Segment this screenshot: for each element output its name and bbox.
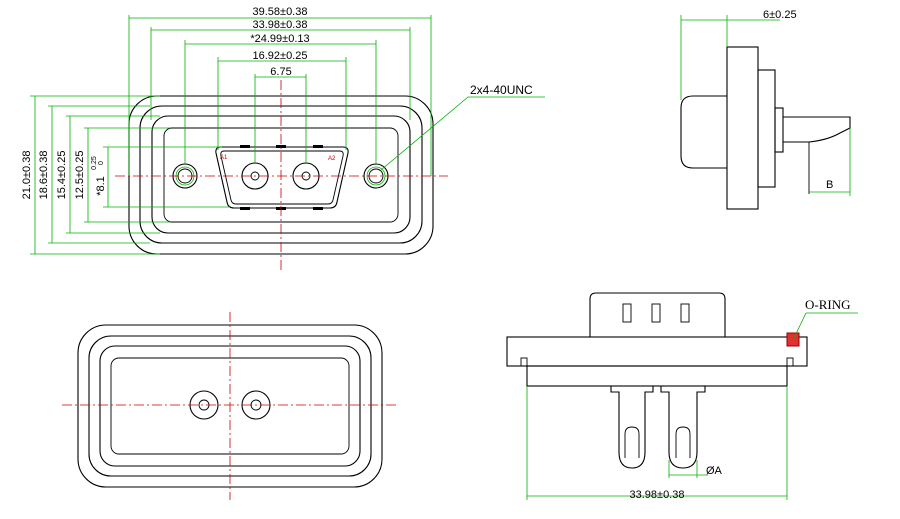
flange-section	[506, 336, 808, 367]
insert-profile	[774, 107, 784, 153]
shell-top-profile	[589, 292, 726, 337]
svg-text:*8.1: *8.1	[95, 176, 107, 196]
thread-callout: 2x4-40UNC	[380, 83, 545, 171]
dim-mount-spacing: *24.99±0.13	[184, 33, 377, 164]
body-profile	[757, 69, 776, 188]
o-ring-callout: O-RING	[792, 297, 858, 341]
shell-notch	[313, 207, 323, 210]
d-shell-outline	[215, 146, 349, 209]
shell-slot	[622, 303, 632, 323]
dim-height-insert: *8.1 0.25 0	[91, 146, 230, 208]
flange-step-right	[786, 357, 794, 367]
flange-profile	[726, 46, 759, 210]
svg-text:15.4±0.25: 15.4±0.25	[56, 151, 68, 200]
body-section	[526, 365, 788, 387]
svg-text:6±0.25: 6±0.25	[763, 9, 797, 21]
dim-b: B	[809, 128, 851, 196]
dim-shell-width: 16.92±0.25	[217, 50, 347, 150]
dim-height-body: 15.4±0.25	[56, 115, 160, 234]
shell-slot	[651, 303, 661, 323]
dim-width-flange: 33.98±0.38	[150, 19, 411, 120]
pin-left-profile	[610, 386, 654, 469]
svg-text:18.6±0.38: 18.6±0.38	[38, 151, 50, 200]
shell-notch	[313, 145, 323, 148]
shell-notch	[276, 145, 286, 148]
flange-step-left	[520, 357, 528, 367]
dim-height-flange: 18.6±0.38	[38, 105, 150, 244]
svg-text:12.5±0.25: 12.5±0.25	[74, 151, 86, 200]
pin-label-a2: A2	[328, 156, 336, 162]
svg-text:21.0±0.38: 21.0±0.38	[21, 151, 33, 200]
pin-profile	[783, 116, 851, 143]
dim-width-overall: 39.58±0.38	[128, 6, 432, 176]
bottom-view: ØA 33.98±0.38 O-RING	[506, 292, 858, 501]
svg-text:2x4-40UNC: 2x4-40UNC	[470, 83, 533, 97]
svg-text:39.58±0.38: 39.58±0.38	[253, 6, 308, 18]
svg-text:O-RING: O-RING	[805, 297, 851, 312]
dim-height-shell: 12.5±0.25	[74, 127, 170, 223]
pin-left-slot	[624, 426, 640, 458]
pin-right-slot	[675, 426, 691, 458]
dim-pin-diameter: ØA	[668, 460, 723, 478]
front-view: A1 A2 39.58±0.38 33.98±0.38 *24.	[21, 6, 545, 270]
dim-thickness: 6±0.25	[680, 9, 797, 100]
svg-text:33.98±0.38: 33.98±0.38	[253, 19, 308, 31]
svg-text:6.75: 6.75	[270, 66, 291, 78]
svg-text:B: B	[826, 179, 833, 191]
svg-text:0: 0	[98, 161, 105, 165]
svg-text:*24.99±0.13: *24.99±0.13	[250, 33, 309, 45]
shell-notch	[240, 145, 250, 148]
side-view: 6±0.25 B	[680, 9, 851, 210]
shell-slot	[680, 303, 690, 323]
d-shell-inner-outline	[220, 150, 344, 205]
dim-pin-pitch: 6.75	[254, 66, 307, 163]
svg-text:0.25: 0.25	[91, 156, 98, 170]
dim-height-overall: 21.0±0.38	[21, 95, 160, 255]
dim-bottom-width: 33.98±0.38	[526, 386, 788, 501]
svg-text:ØA: ØA	[706, 465, 723, 477]
pin-right-profile	[660, 386, 706, 469]
shell-profile	[680, 95, 727, 169]
svg-text:33.98±0.38: 33.98±0.38	[630, 489, 685, 501]
shell-notch	[240, 207, 250, 210]
rear-view	[62, 312, 398, 500]
panel-outline	[163, 127, 399, 223]
svg-text:16.92±0.25: 16.92±0.25	[253, 50, 308, 62]
pin-label-a1: A1	[220, 155, 228, 161]
